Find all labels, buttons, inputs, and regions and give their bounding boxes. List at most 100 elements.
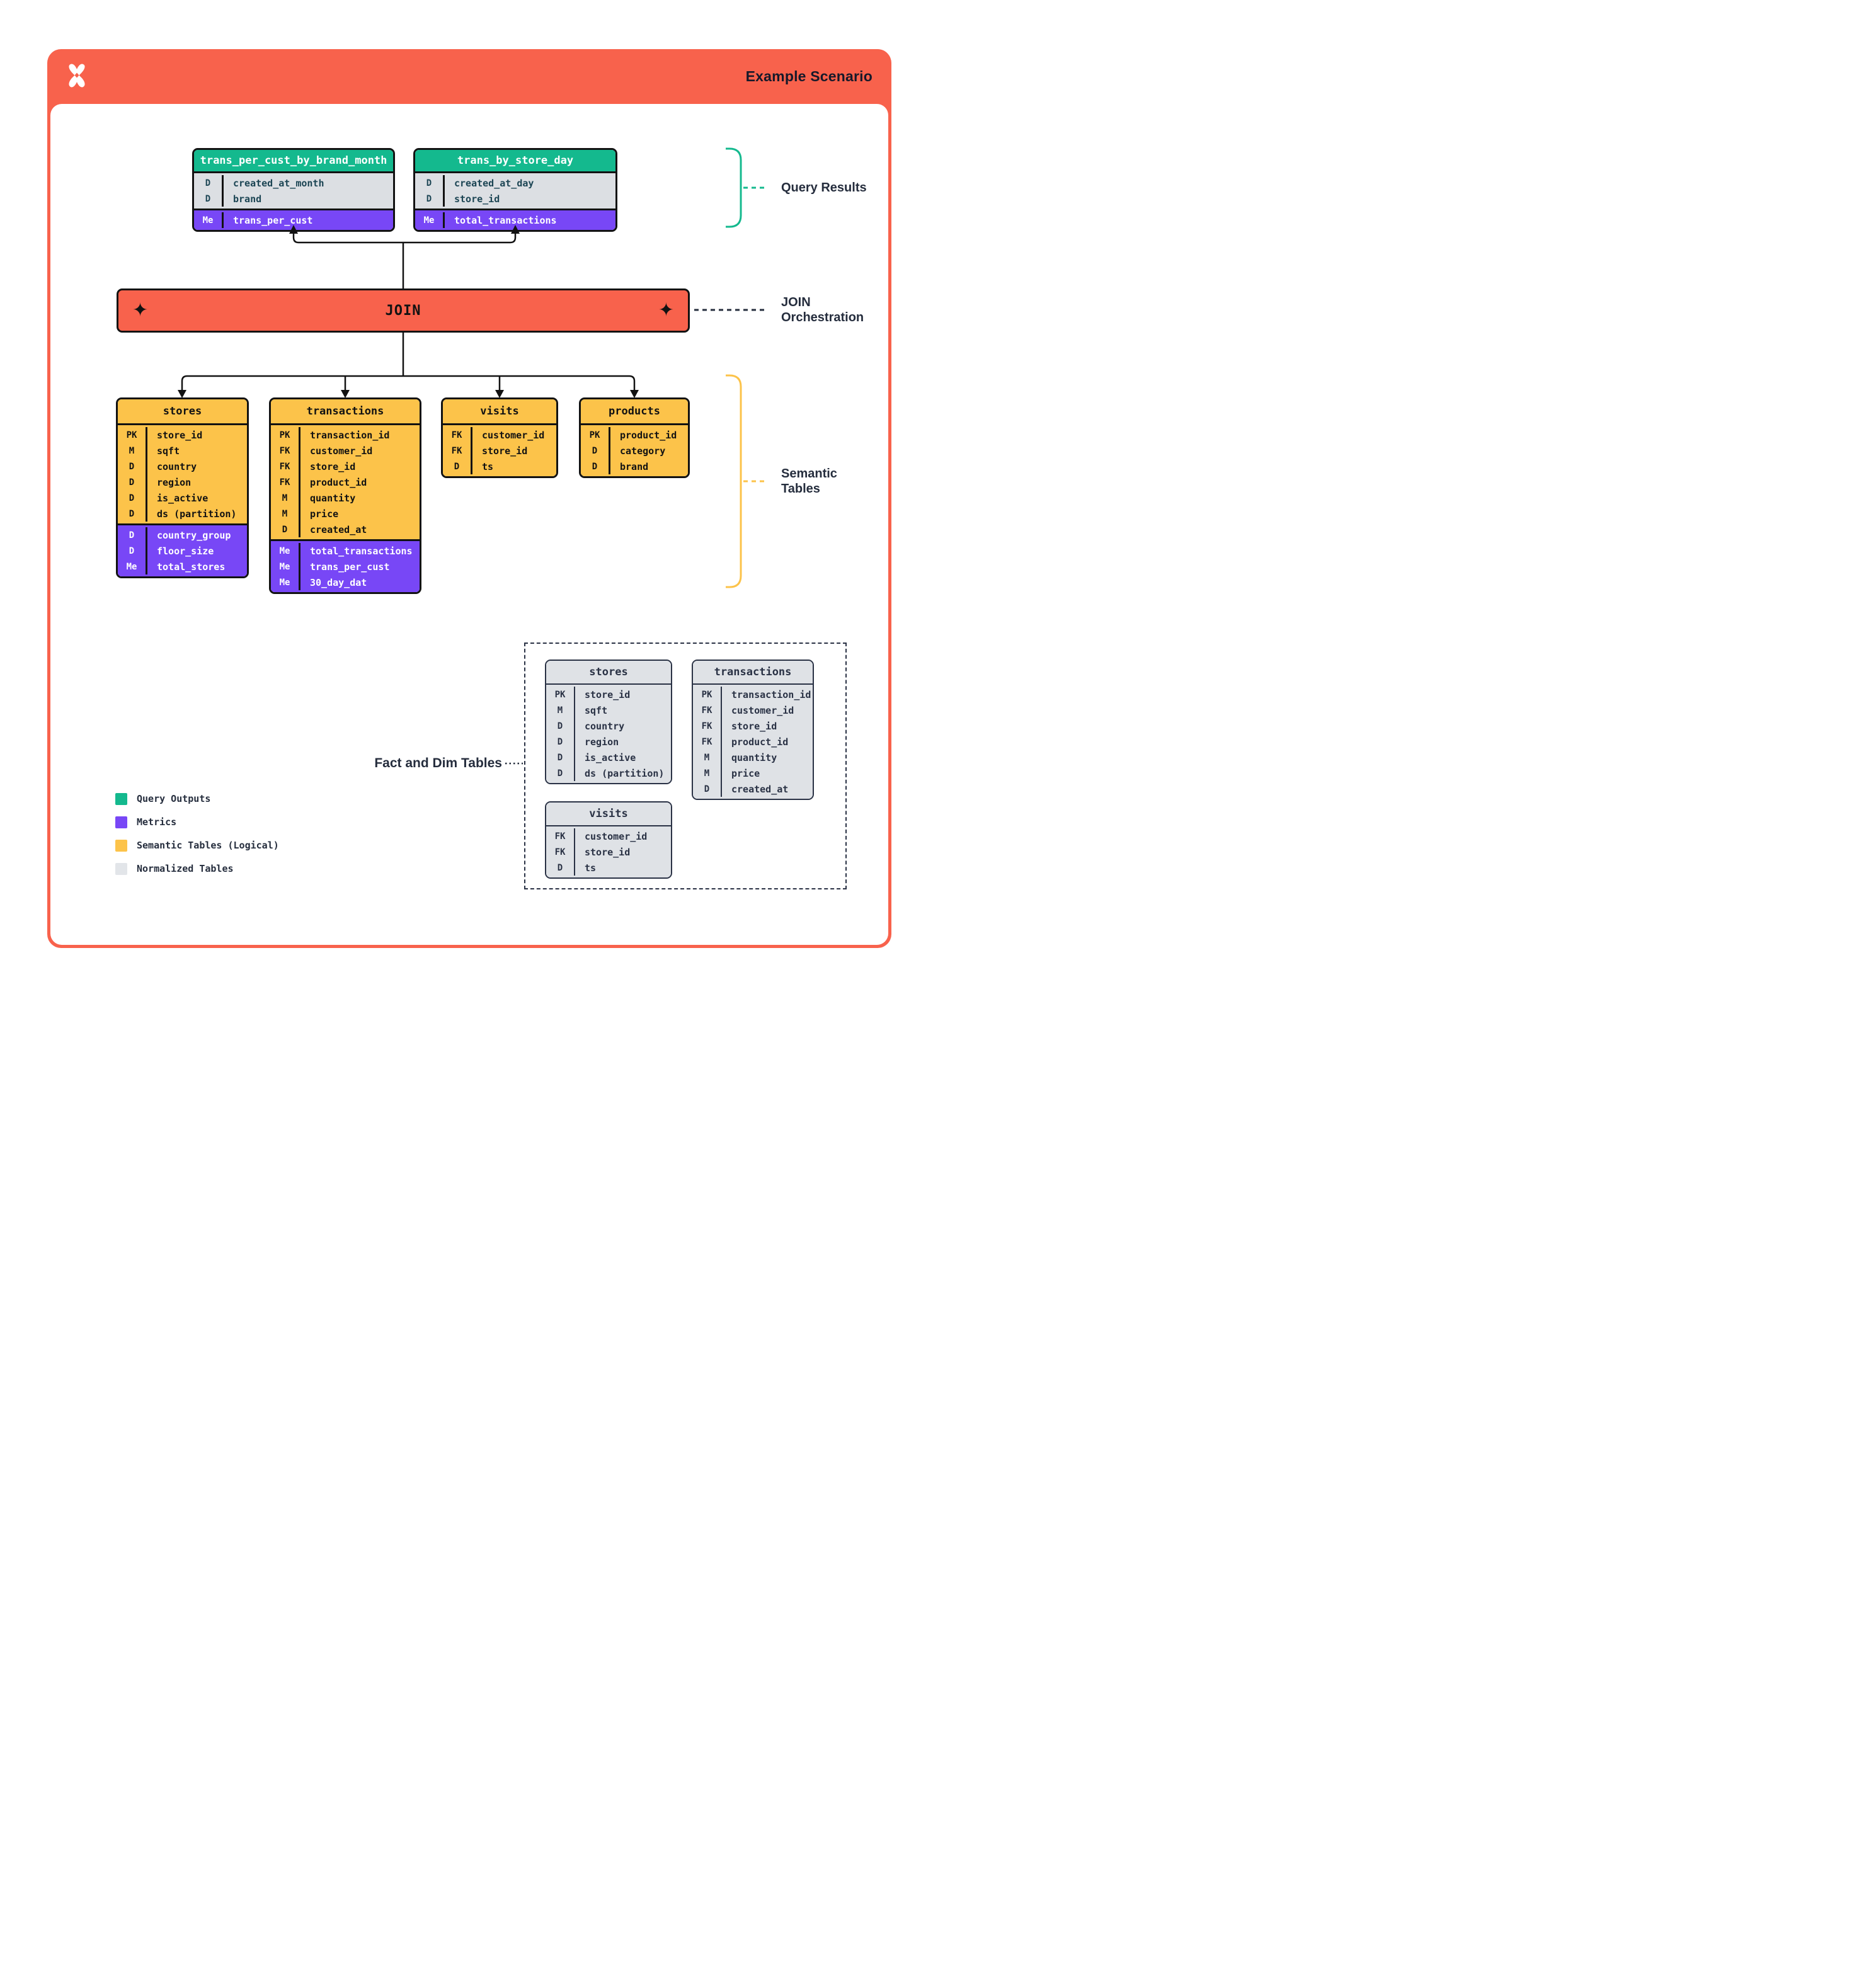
row-key-badge: D (581, 443, 610, 459)
row-key-badge: Me (118, 559, 147, 574)
row-field-name: transaction_id (731, 688, 811, 700)
row-key-badge: D (546, 734, 575, 750)
join-orchestration-bar: ✦ JOIN ✦ (117, 288, 690, 333)
row-key-badge: FK (693, 718, 722, 734)
row-key-badge: D (546, 765, 575, 781)
query-results-annotation: Query Results (781, 181, 867, 195)
legend-label: Semantic Tables (Logical) (137, 840, 279, 851)
semantic-tables-swatch-icon (115, 839, 127, 852)
row-key-badge: D (118, 527, 147, 543)
row-key-badge: D (118, 543, 147, 559)
row-key-badge: M (271, 506, 300, 522)
row-field-name: created_at (731, 783, 789, 795)
row-key-badge: D (546, 860, 575, 876)
join-label: JOIN (385, 302, 421, 319)
row-key-badge: FK (546, 844, 575, 860)
table-title: visits (546, 803, 671, 826)
legend-item: Semantic Tables (Logical) (115, 839, 279, 852)
row-key-badge: M (271, 490, 300, 506)
row-field-name: store_id (310, 460, 356, 472)
row-field-name: total_transactions (454, 214, 557, 226)
row-key-badge: PK (118, 427, 147, 443)
join-orchestration-annotation: JOIN Orchestration (781, 295, 864, 324)
row-key-badge: PK (693, 687, 722, 702)
row-field-name: is_active (157, 492, 209, 504)
legend-label: Metrics (137, 816, 177, 828)
row-key-badge: FK (443, 427, 472, 443)
row-field-name: created_at_month (233, 177, 324, 189)
row-field-name: customer_id (731, 704, 794, 716)
row-key-badge: PK (581, 427, 610, 443)
row-field-name: is_active (585, 751, 636, 763)
row-key-badge: Me (194, 212, 224, 228)
row-field-name: category (620, 445, 666, 457)
fact-dim-tables-annotation: Fact and Dim Tables (374, 756, 502, 770)
fact-dim-tables-box (524, 643, 847, 889)
row-key-badge: D (194, 191, 224, 207)
row-field-name: quantity (310, 492, 356, 504)
normalized-tables-swatch-icon (115, 862, 127, 875)
row-field-name: brand (620, 460, 649, 472)
row-key-badge: D (415, 191, 445, 207)
table-title: trans_by_store_day (415, 150, 615, 173)
row-key-badge: PK (271, 427, 300, 443)
legend-item: Normalized Tables (115, 862, 279, 875)
legend-item: Metrics (115, 816, 279, 828)
row-field-name: brand (233, 193, 262, 205)
row-key-badge: D (443, 459, 472, 474)
table-row: FK store_id (693, 718, 813, 734)
row-field-name: created_at (310, 523, 367, 535)
row-key-badge: D (194, 175, 224, 191)
legend-label: Query Outputs (137, 793, 211, 804)
row-key-badge: PK (546, 687, 575, 702)
row-field-name: store_id (731, 720, 777, 732)
diamond-icon: ✦ (132, 300, 149, 321)
row-field-name: customer_id (310, 445, 373, 457)
table-row: Me total_stores (118, 559, 247, 574)
table-title: visits (443, 399, 556, 425)
diamond-icon: ✦ (658, 300, 674, 321)
row-field-name: region (585, 736, 619, 748)
row-field-name: price (731, 767, 760, 779)
row-field-name: total_stores (157, 561, 226, 573)
example-scenario-diagram: Example Scenario trans_per_cust_by_brand… (0, 0, 936, 994)
